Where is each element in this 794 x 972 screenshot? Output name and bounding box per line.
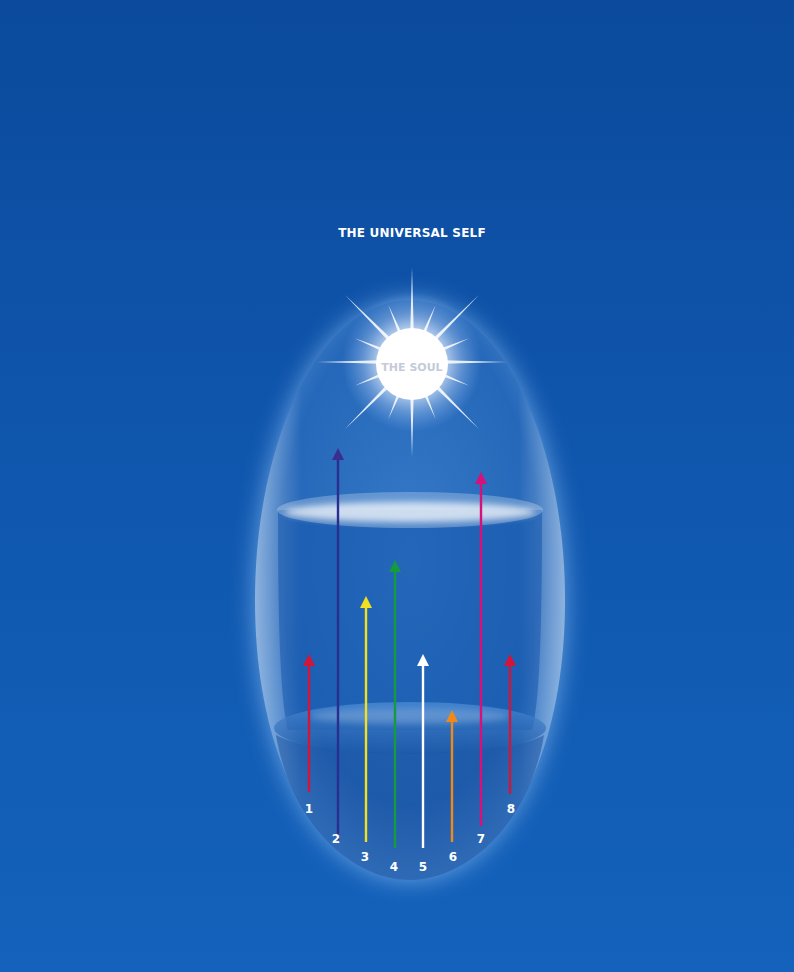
soul-label: THE SOUL [381, 361, 442, 374]
callout-number: 2 [332, 832, 340, 846]
callout-number: 1 [305, 802, 313, 816]
callout-number: 5 [419, 860, 427, 874]
callout-number: 7 [477, 832, 485, 846]
callout-number: 3 [361, 850, 369, 864]
callout-number: 6 [449, 850, 457, 864]
callout-number: 4 [390, 860, 398, 874]
diagram-title: THE UNIVERSAL SELF [338, 226, 486, 240]
callout-number: 8 [507, 802, 515, 816]
